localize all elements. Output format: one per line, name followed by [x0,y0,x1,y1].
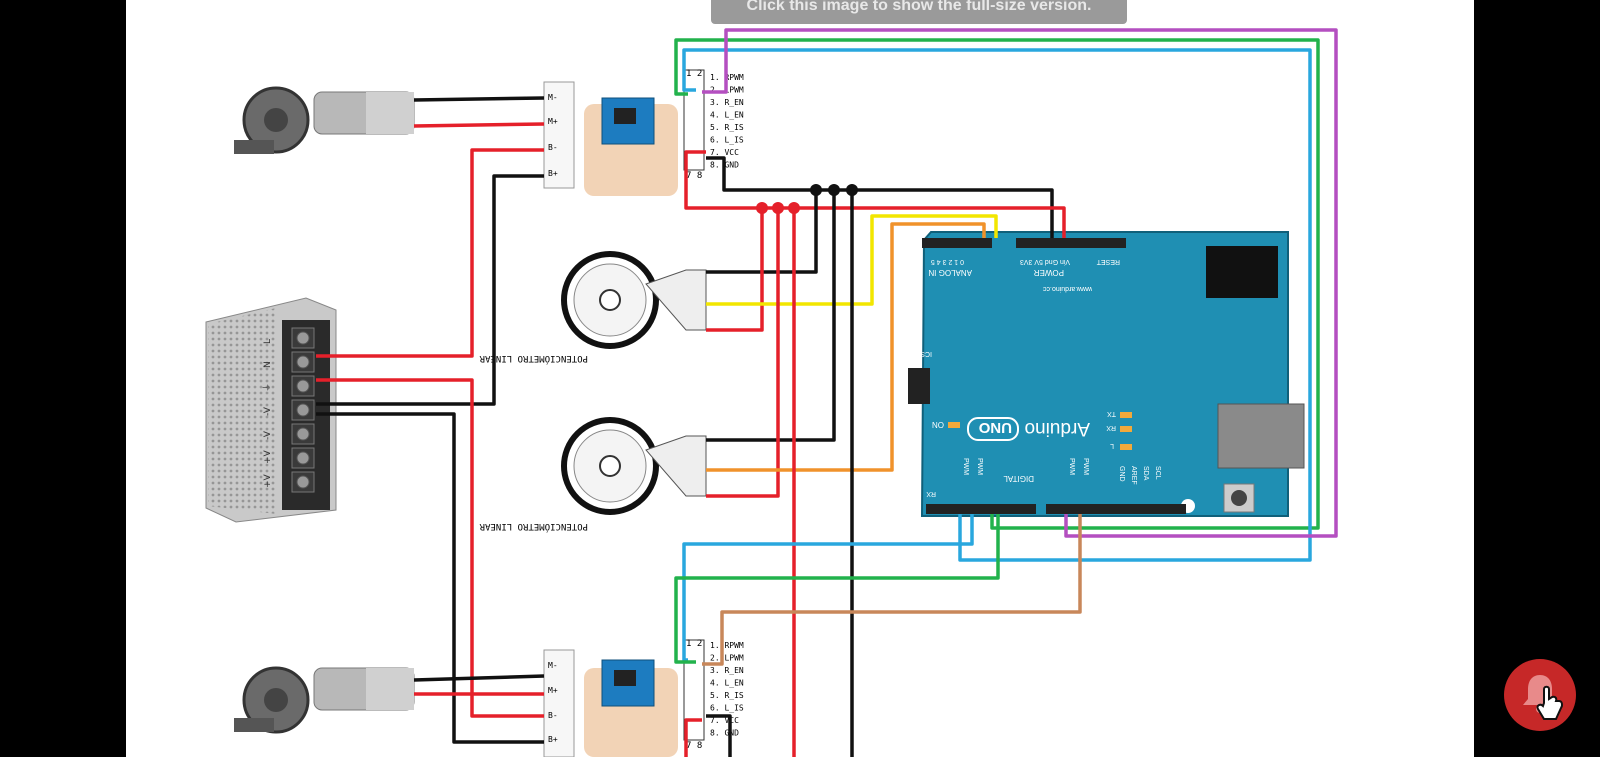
wires [316,28,1338,757]
icsp-label: ICSP [915,350,932,357]
arduino-website-label: www.arduino.cc [1042,285,1093,292]
wire [706,156,1054,238]
driver-pin-label: 4. L_EN [710,679,744,688]
analog-in-label: ANALOG IN [928,268,972,277]
psu-terminal-label: +V [263,473,273,488]
driver-pin-label: 1. RPWM [710,641,744,650]
wire [682,514,974,662]
driver-pin-label: 8. GND [710,729,739,738]
motor-bottom [234,666,415,734]
arduino-model-label: UNO [978,419,1012,436]
l-led-label: L [1110,442,1114,449]
driver-header-bottom: 7 8 [686,171,702,181]
wire [706,714,732,757]
wire [316,378,544,718]
wire [706,208,780,498]
arduino-brand-label: Arduino [1025,418,1091,439]
wire [316,412,544,744]
gnd-label: GND [1118,466,1125,482]
wiring-diagram[interactable]: L N ⏚ -V -V +V +V M- M+ B- B+ 1 2 7 8 1. RPWM 2… [126,0,1474,757]
wire [702,514,1082,666]
wire [682,48,1312,562]
wire [413,96,545,102]
wire [706,208,764,332]
wire [684,150,1066,238]
terminal-label-m-plus: M+ [548,117,558,126]
terminal-label-b-plus: B+ [548,169,558,178]
driver-bottom: M- M+ B- B+ 1 2 7 8 1. RPWM 2. LPWM 3. R_E… [543,639,744,757]
terminal-label-b-plus-b: B+ [548,735,558,744]
terminal-label-m-plus-b: M+ [548,686,558,695]
junction-dots [756,184,858,214]
driver-pin-label: 3. R_EN [710,98,744,107]
power-supply: L N ⏚ -V -V +V +V [205,297,337,523]
driver-pin-label: 6. L_IS [710,136,744,145]
psu-terminal-label: L [263,339,273,344]
terminal-label-m-minus: M- [548,93,558,102]
driver-pin-label: 7. VCC [710,716,739,725]
psu-terminal-label: N [263,361,273,368]
terminal-label-b-minus: B- [548,143,558,152]
pwm-label-5: PWM [962,458,969,475]
scl-label: SCL [1154,466,1161,480]
tx-label: TX [1107,410,1116,417]
power-pins-label: Vin Gnd 5V 3V3 [1020,258,1070,265]
notification-bell-icon [1523,675,1564,720]
driver-pin-label: 7. VCC [710,148,739,157]
on-led-label: ON [932,420,944,429]
driver-bottom-pin-labels: 1. RPWM 2. LPWM 3. R_EN 4. L_EN 5. R_IS 6. L_… [710,641,744,738]
power-label: POWER [1034,268,1064,277]
analog-pins-label: 0 1 2 3 4 5 [931,258,964,265]
driver-header-bottom-b: 7 8 [686,741,702,751]
driver-pin-label: 5. R_IS [710,691,744,700]
rx-label: RX [1106,424,1116,431]
wire [674,38,1320,530]
notification-bell-button[interactable] [1504,659,1576,731]
driver-header-top-b: 1 2 [686,639,702,649]
motor-top [234,86,415,154]
wire [684,718,702,757]
aref-label: AREF [1130,466,1137,485]
potentiometer-1: POTENCIÓMETRO LINEAR [479,251,707,365]
reset-label: RESET [1096,258,1120,265]
wire [316,148,544,358]
wire [706,222,986,472]
potentiometer-label-1: POTENCIÓMETRO LINEAR [479,353,588,365]
psu-terminal-label: -V [263,430,273,440]
psu-terminal-label: ⏚ [262,383,273,392]
psu-terminal-label: +V [263,449,273,464]
potentiometer-2: POTENCIÓMETRO LINEAR [479,417,707,533]
wire [706,190,836,442]
driver-pin-label: 3. R_EN [710,666,744,675]
driver-pin-label: 2. LPWM [710,654,744,663]
pwm-label-6: PWM [976,458,983,475]
pwm-label-10: PWM [1082,458,1089,475]
digital-rx-label: RX [926,490,936,497]
driver-header-top: 1 2 [686,69,702,79]
driver-pin-label: 4. L_EN [710,111,744,120]
terminal-label-m-minus-b: M- [548,661,558,670]
wire [702,28,1338,538]
psu-terminal-label: -V [263,406,273,416]
full-size-banner[interactable]: Click this image to show the full-size v… [711,0,1127,24]
diagram-canvas: L N ⏚ -V -V +V +V M- M+ B- B+ 1 2 7 8 1. RPWM 2… [126,0,1474,757]
driver-pin-label: 6. L_IS [710,704,744,713]
wire [674,514,1000,664]
driver-pin-label: 5. R_IS [710,123,744,132]
wire [413,674,545,682]
potentiometer-label-2: POTENCIÓMETRO LINEAR [479,521,588,533]
wire [706,214,998,306]
digital-label: DIGITAL [1003,474,1034,483]
wire [706,190,818,274]
terminal-label-b-minus-b: B- [548,711,558,720]
wire [316,174,544,406]
wire [413,122,545,128]
pwm-label-9: PWM [1068,458,1075,475]
sda-label: SDA [1142,466,1149,481]
arduino-board: UNO Arduino www.arduino.cc ANALOG IN POW… [906,231,1305,517]
